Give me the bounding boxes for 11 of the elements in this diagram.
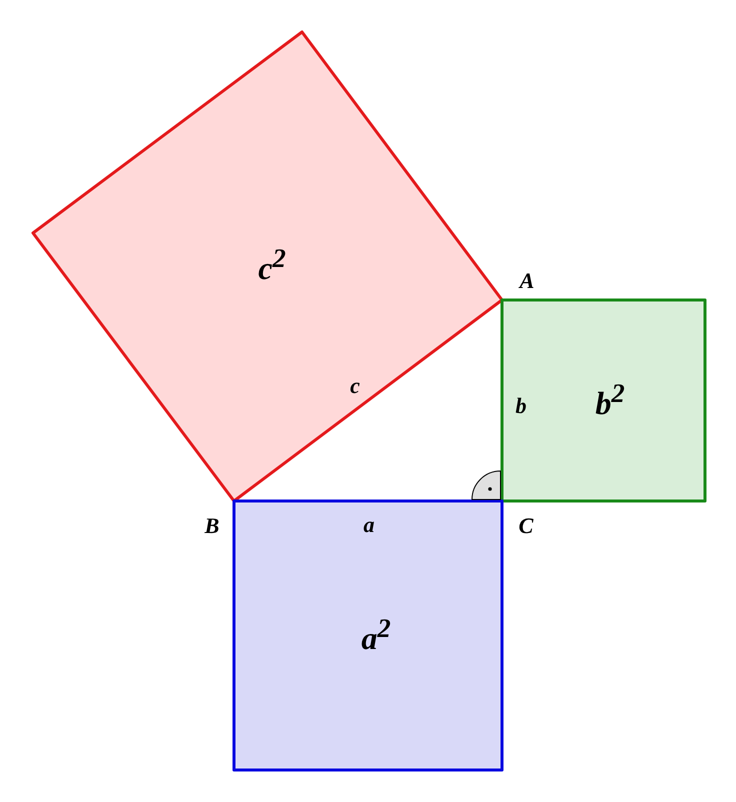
vertex-label: B: [204, 513, 220, 539]
side-label: b: [516, 393, 526, 419]
square: [234, 501, 502, 770]
area-label: c$^{2}$: [258, 243, 286, 287]
vertex-label: C: [518, 513, 534, 539]
square: [502, 300, 705, 501]
area-label: a$^{2}$: [361, 613, 391, 657]
side-label: a: [364, 512, 374, 538]
side-label: c: [350, 373, 360, 399]
vertex-label: A: [520, 268, 534, 294]
area-label: b$^{2}$: [595, 378, 625, 422]
